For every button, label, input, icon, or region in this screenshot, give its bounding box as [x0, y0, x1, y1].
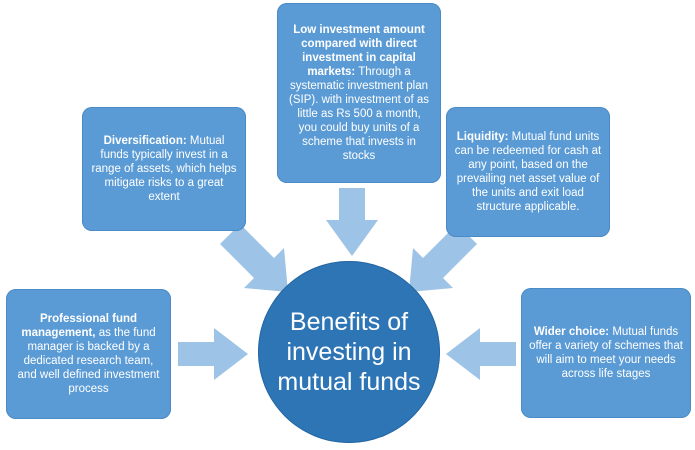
arrow-diagonal-from-left-upper	[220, 224, 288, 292]
arrow-diagonal-from-right-upper	[409, 224, 477, 292]
benefit-professional-management-box: Professional fund management, as the fun…	[6, 289, 171, 419]
benefit-low-investment-box: Low investment amount compared with dire…	[277, 3, 441, 183]
benefit-wider-choice-heading: Wider choice:	[533, 326, 610, 338]
benefit-wider-choice-box: Wider choice: Mutual funds offer a varie…	[521, 288, 691, 418]
arrow-down-from-top	[326, 188, 378, 256]
benefit-liquidity-body: Mutual fund units can be redeemed for ca…	[454, 131, 602, 213]
benefit-diversification-body: Mutual funds typically invest in a range…	[91, 135, 237, 203]
arrow-right-from-left-lower	[178, 328, 248, 380]
benefit-low-investment-body: Through a systematic investment plan (SI…	[289, 66, 429, 162]
benefit-low-investment-heading: Low investment amount compared with dire…	[293, 24, 425, 78]
benefit-professional-management-heading: Professional fund management,	[21, 313, 138, 339]
center-title-circle: Benefits of investing in mutual funds	[258, 261, 440, 443]
arrow-left-from-right-lower	[446, 328, 516, 380]
benefit-wider-choice-body: Mutual funds offer a variety of schemes …	[529, 326, 683, 380]
benefit-diversification-heading: Diversification:	[103, 135, 187, 147]
benefit-liquidity-box: Liquidity: Mutual fund units can be rede…	[446, 107, 610, 237]
benefit-liquidity-heading: Liquidity:	[456, 131, 509, 143]
benefit-diversification-box: Diversification: Mutual funds typically …	[82, 107, 246, 231]
benefit-professional-management-body: as the fund manager is backed by a dedic…	[17, 327, 160, 395]
center-title: Benefits of investing in mutual funds	[277, 308, 421, 396]
